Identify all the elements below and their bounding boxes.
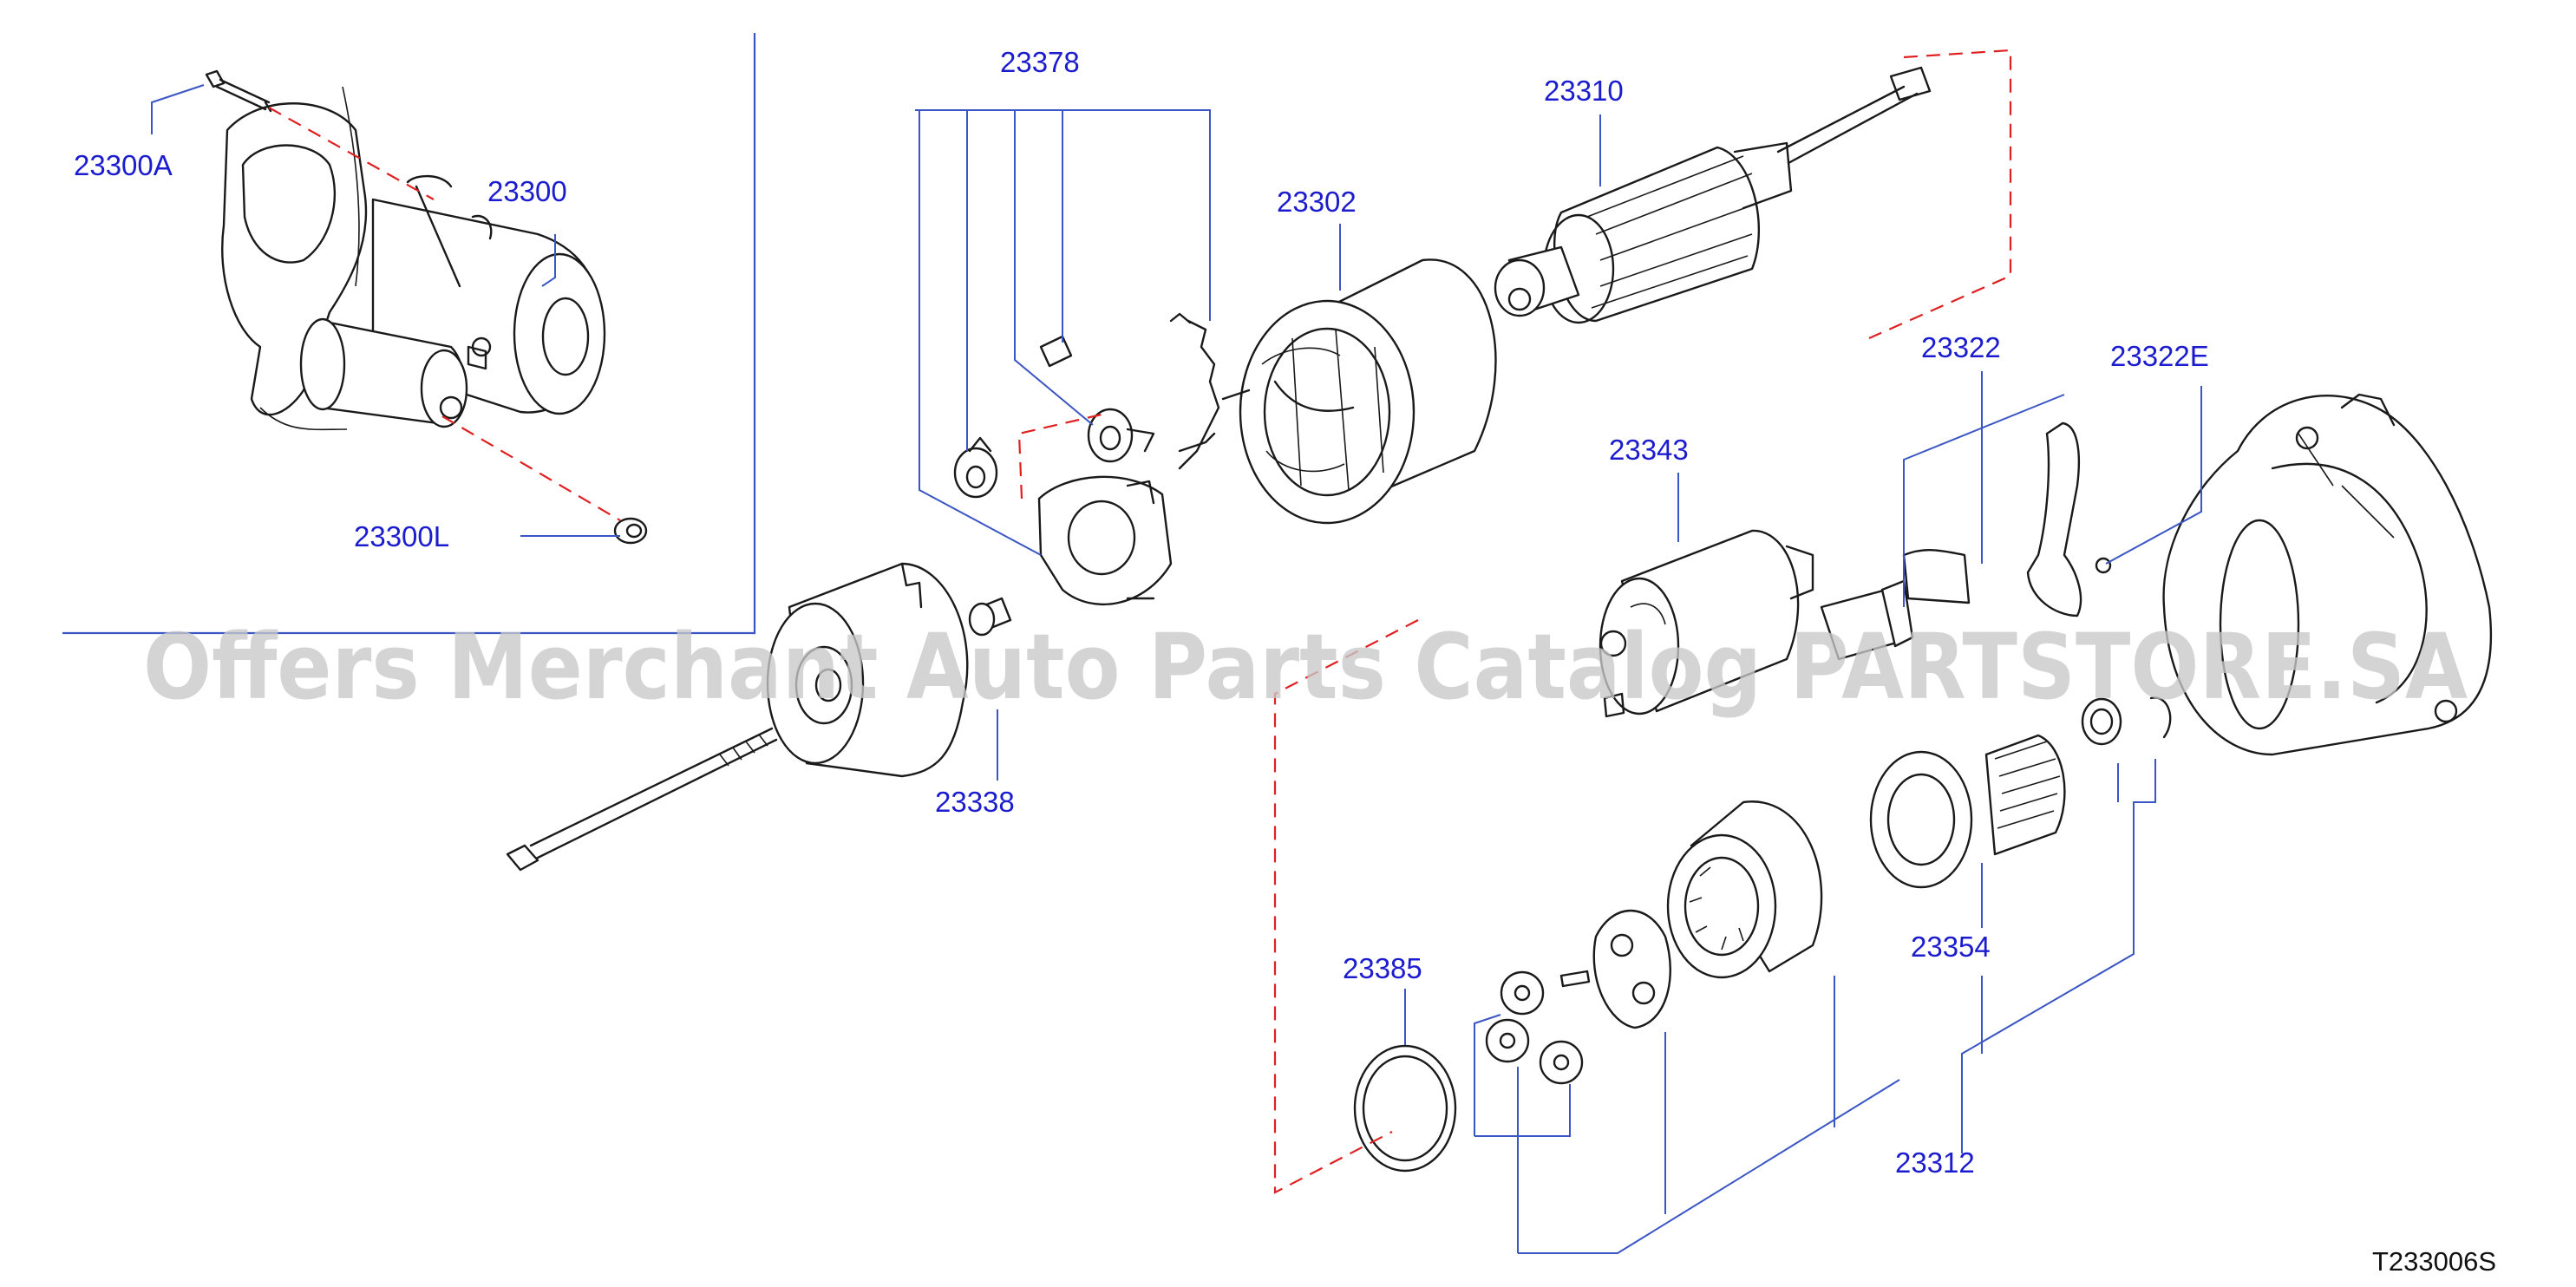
pinion-clutch-23354 — [1869, 734, 2066, 889]
callout-23310: 23310 — [1544, 75, 1624, 107]
magnetic-switch-23343 — [1599, 529, 1814, 718]
washer-23385 — [1353, 1044, 1457, 1173]
callout-23385: 23385 — [1343, 952, 1422, 984]
front-housing — [2162, 393, 2493, 756]
bushing-23338 — [968, 597, 1012, 637]
assembly-inset-frame — [62, 33, 756, 635]
nut-23300l — [613, 517, 648, 545]
through-bolt — [506, 727, 778, 872]
watermark: Offers Merchant Auto Parts Catalog PARTS… — [143, 614, 2468, 720]
callout-labels: 23300A 23300 23300L 23378 23302 23310 23… — [74, 46, 2209, 1179]
callout-23338: 23338 — [935, 786, 1015, 818]
callout-23343: 23343 — [1609, 434, 1689, 466]
callout-23300: 23300 — [487, 175, 567, 207]
callout-23312: 23312 — [1895, 1147, 1975, 1179]
callout-23300a: 23300A — [74, 149, 173, 181]
brush-set-23322 — [1820, 549, 1971, 661]
brush-holder-23378 — [1037, 475, 1173, 606]
callout-23378: 23378 — [1000, 46, 1080, 78]
callout-23322: 23322 — [1921, 331, 2001, 363]
starter-assembly-drawing — [221, 86, 606, 431]
stop-ring-clips — [2081, 696, 2172, 746]
callout-23322e: 23322E — [2110, 340, 2209, 372]
planet-carrier-23312 — [1559, 909, 1671, 1029]
internal-gear-23312 — [1666, 800, 1823, 979]
callout-23300l: 23300L — [354, 520, 449, 552]
callout-23354: 23354 — [1911, 931, 1991, 963]
brush-ring-23378 — [1087, 408, 1155, 463]
shift-lever-23322e — [2026, 421, 2112, 617]
rear-cover-23338 — [766, 562, 969, 778]
mounting-bolt-23300a — [205, 69, 272, 113]
yoke-23302 — [1239, 258, 1497, 525]
armature-23310 — [1494, 66, 1932, 324]
brush-spring-23378 — [953, 436, 998, 499]
callout-23302: 23302 — [1277, 186, 1357, 218]
leader-lines — [151, 84, 2202, 1254]
brush-leads-23378 — [1169, 312, 1251, 470]
drawing-id: T233006S — [2372, 1246, 2496, 1277]
brush-23378 — [1039, 335, 1073, 368]
planet-gears-23312 — [1485, 970, 1584, 1085]
